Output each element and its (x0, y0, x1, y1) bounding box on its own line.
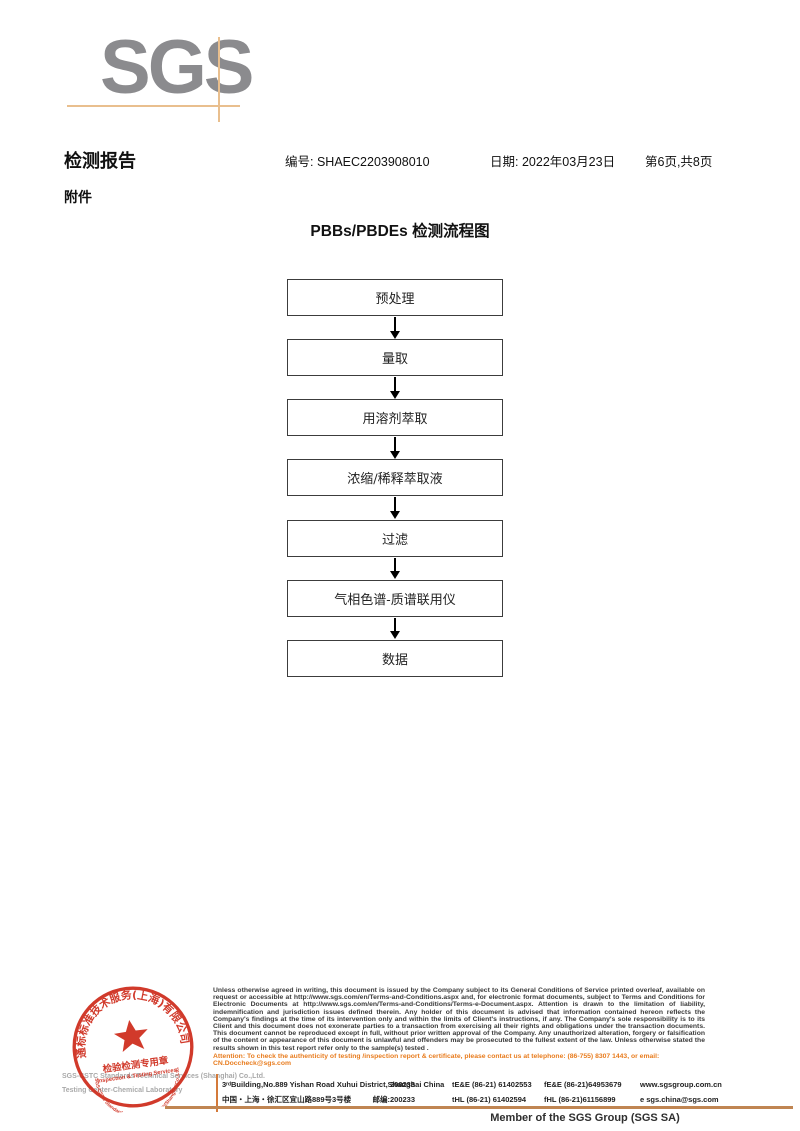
flowchart-step-pretreatment: 预处理 (287, 279, 503, 316)
postcode-label-cn: 邮编: (372, 1095, 391, 1104)
laboratory-name-text: Testing Center-Chemical Laboratory (62, 1087, 183, 1094)
email-address: e sgs.china@sgs.com (640, 1095, 719, 1104)
address-divider-line (216, 1074, 218, 1112)
flowchart-step-filter: 过滤 (287, 520, 503, 557)
report-number-label: 编号: (285, 155, 314, 169)
footer-legal-block: Unless otherwise agreed in writing, this… (213, 987, 705, 1067)
postcode-en: 200233 (390, 1080, 416, 1089)
address-row-en: 3ʳᵈBuilding,No.889 Yishan Road Xuhui Dis… (222, 1077, 782, 1092)
company-seal-stamp: 通标标准技术服务(上海)有限公司 SGS-CSTC Standards Tech… (67, 981, 194, 1118)
address-block: 3ʳᵈBuilding,No.889 Yishan Road Xuhui Dis… (222, 1077, 782, 1107)
address-row-cn: 中国・上海・徐汇区宜山路889号3号楼 邮编: 200233 tHL (86-2… (222, 1092, 782, 1107)
flowchart-step-gcms: 气相色谱-质谱联用仪 (287, 580, 503, 617)
attention-notice-text: Attention: To check the authenticity of … (213, 1052, 660, 1068)
phone-en: tE&E (86-21) 61402553 (452, 1080, 532, 1089)
phone-cn: tHL (86-21) 61402594 (452, 1095, 527, 1104)
page-title: 检测报告 (64, 151, 136, 171)
flowchart-title: PBBs/PBDEs 检测流程图 (310, 223, 490, 240)
flowchart-arrow (389, 497, 401, 519)
address-en: 3ʳᵈBuilding,No.889 Yishan Road Xuhui Dis… (222, 1080, 445, 1089)
logo-crosshair-horizontal (67, 105, 240, 107)
flowchart-step-data: 数据 (287, 640, 503, 677)
report-date-label: 日期: (490, 155, 519, 169)
report-date: 日期: 2022年03月23日 (490, 151, 615, 170)
flowchart-step-concentrate-dilute: 浓缩/稀释萃取液 (287, 459, 503, 496)
postcode-cn: 200233 (390, 1095, 416, 1104)
company-name-text: SGS-CSTC Standards Technical Services (S… (62, 1073, 265, 1080)
page-indicator: 第6页,共8页 (645, 155, 713, 169)
attachment-label: 附件 (64, 189, 92, 205)
flowchart-arrow (389, 558, 401, 579)
stamp-outer-ring (72, 986, 194, 1108)
legal-disclaimer-text: Unless otherwise agreed in writing, this… (213, 987, 705, 1052)
report-number: 编号: SHAEC2203908010 (285, 151, 430, 170)
report-number-value: SHAEC2203908010 (316, 155, 430, 169)
logo-crosshair-vertical (218, 37, 220, 122)
address-cn: 中国・上海・徐汇区宜山路889号3号楼 (222, 1095, 352, 1104)
sgs-member-text: Member of the SGS Group (SGS SA) (490, 1112, 680, 1124)
website-url: www.sgsgroup.com.cn (640, 1080, 722, 1089)
fax-en: fE&E (86-21)64953679 (544, 1080, 622, 1089)
flowchart-arrow (389, 317, 401, 339)
flowchart-arrow (389, 618, 401, 639)
fax-cn: fHL (86-21)61156899 (544, 1095, 616, 1104)
flowchart-step-measure: 量取 (287, 339, 503, 376)
footer-rule-line (165, 1106, 793, 1109)
flowchart-arrow (389, 437, 401, 459)
stamp-star-icon (113, 1019, 148, 1053)
flowchart-arrow (389, 377, 401, 399)
sgs-logo: SGS (100, 25, 254, 110)
report-date-value: 2022年03月23日 (521, 155, 616, 169)
flowchart-step-solvent-extraction: 用溶剂萃取 (287, 399, 503, 436)
